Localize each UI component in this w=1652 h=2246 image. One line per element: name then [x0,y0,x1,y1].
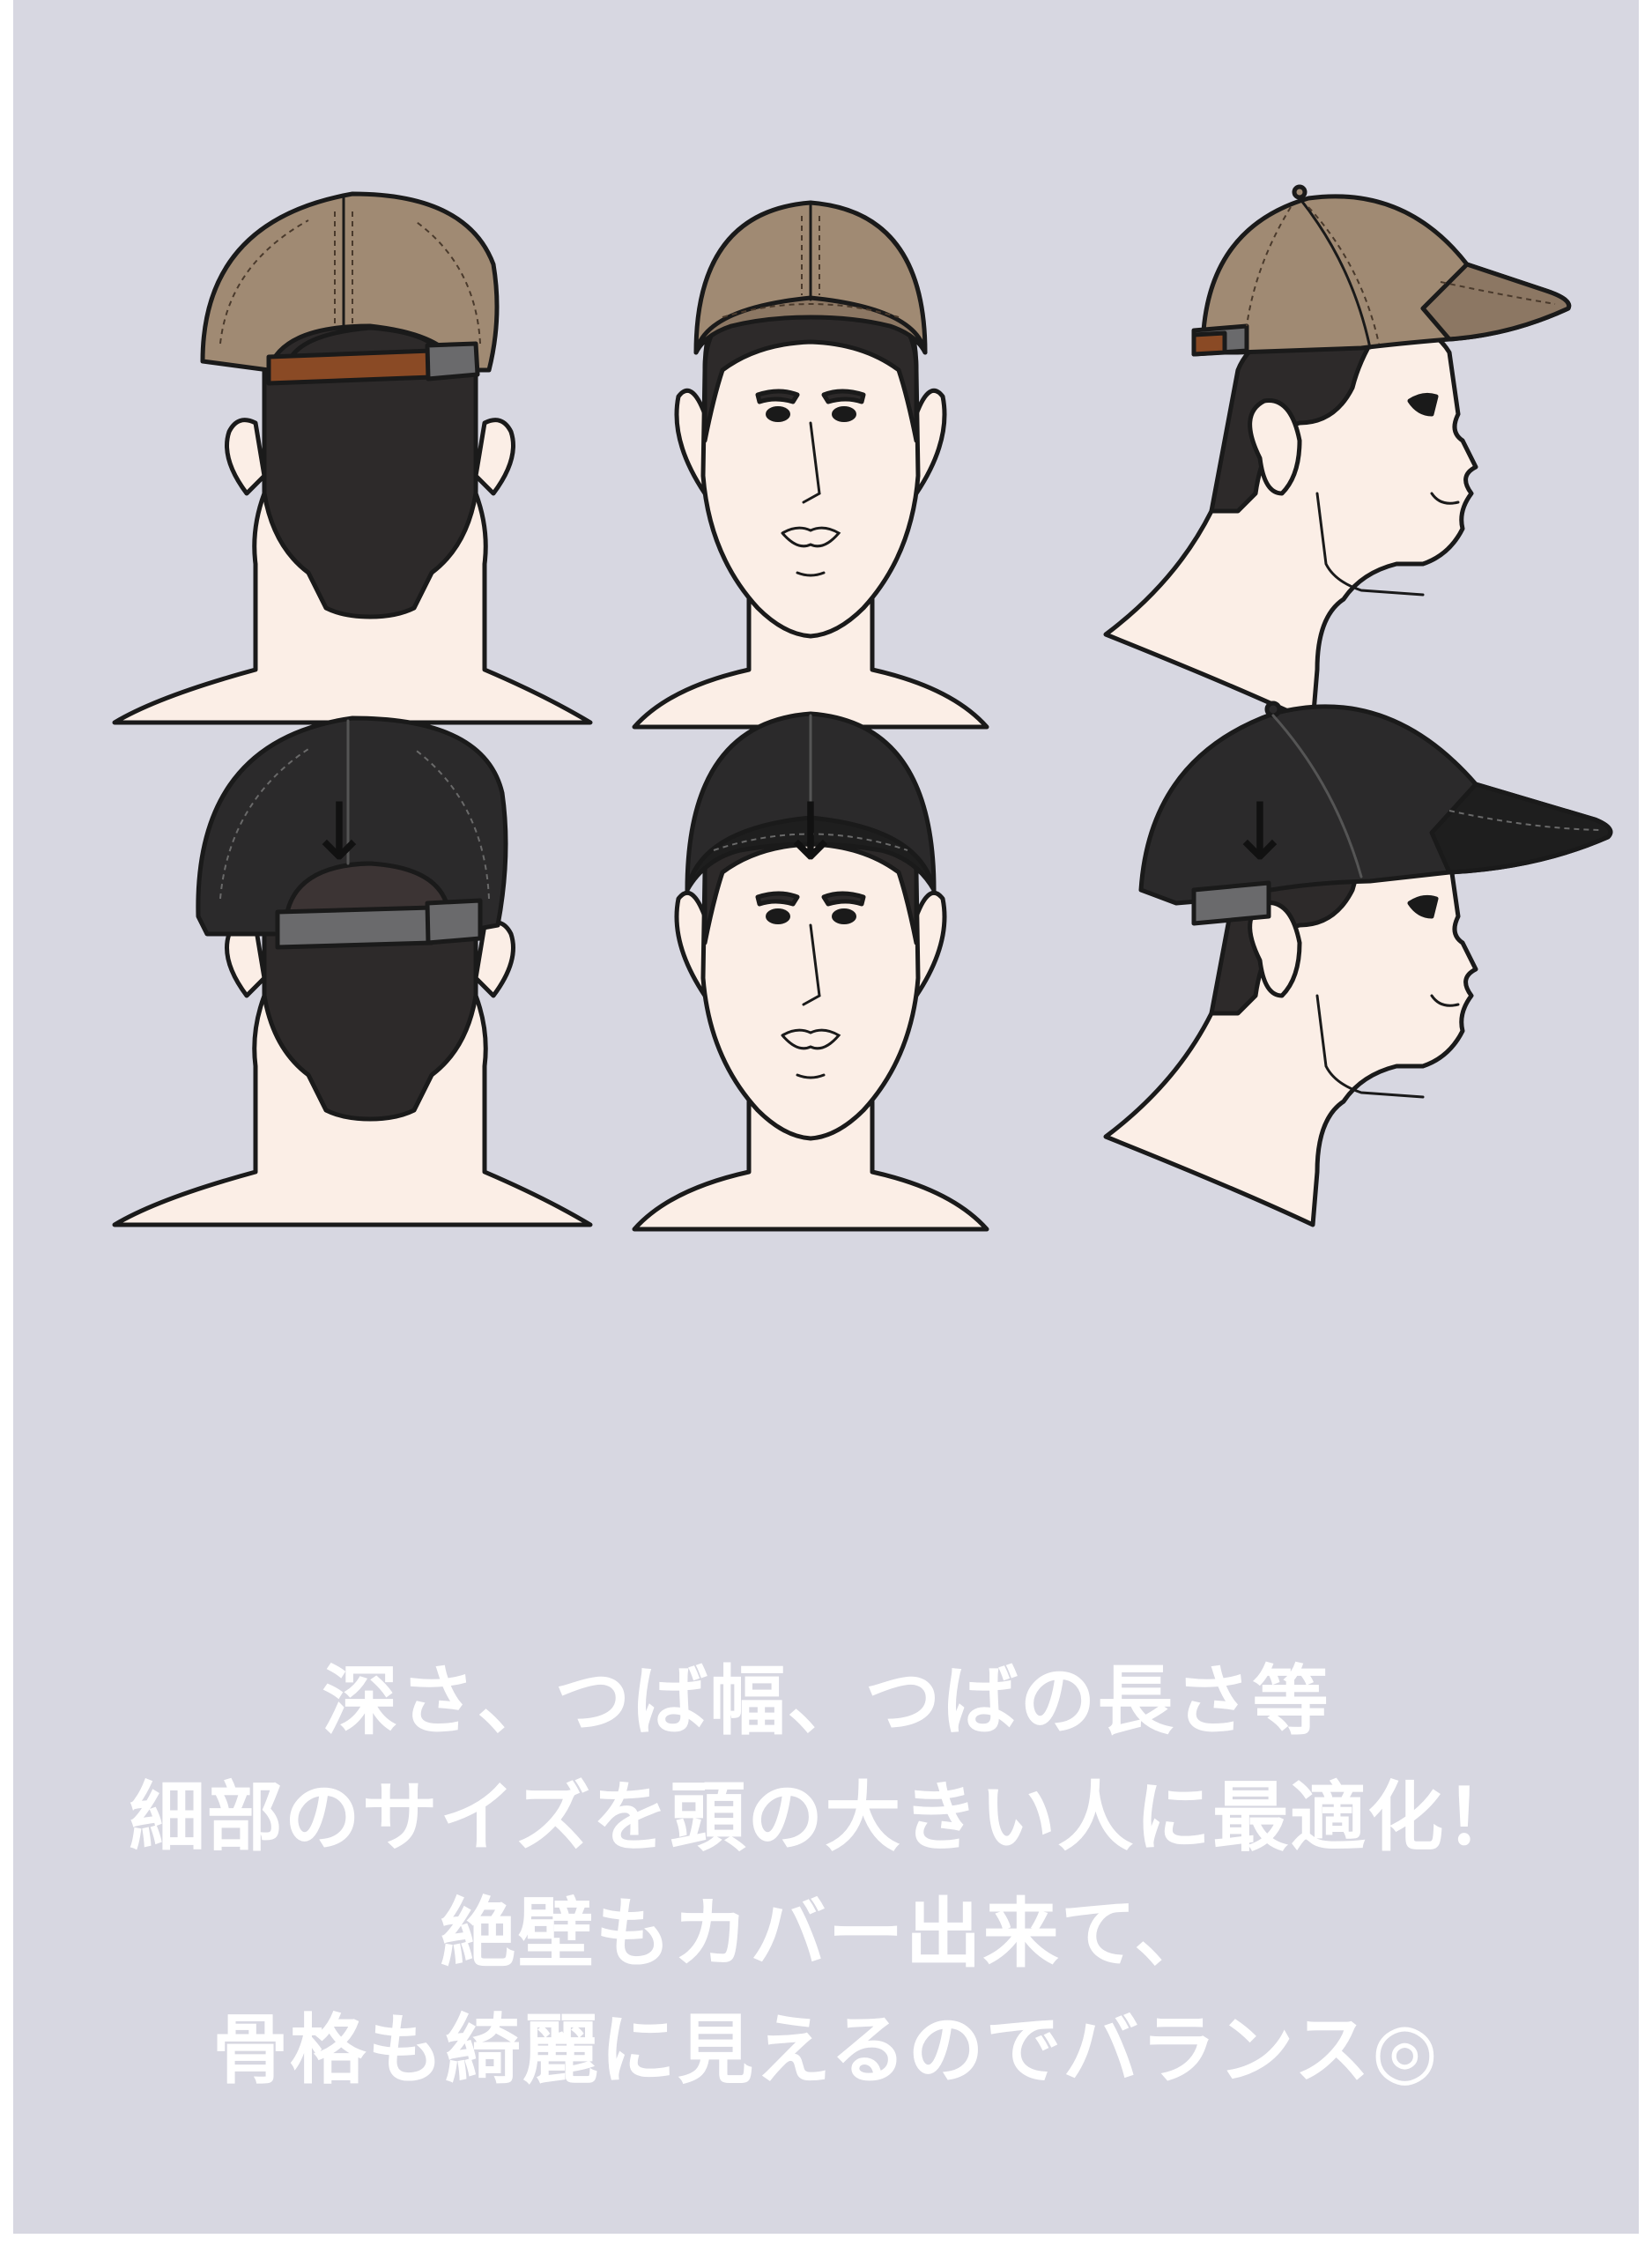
arrow-down-icon: ↓ [306,786,373,878]
side-view-before [1106,184,1572,723]
cap-comparison-illustration: .ink { stroke:#1a1a1a; stroke-width:5; s… [13,184,1613,1586]
caption-line: 深さ、つば幅、つばの長さ等 [322,1657,1330,1746]
back-view-after [115,715,590,1225]
illustration-panel: .ink { stroke:#1a1a1a; stroke-width:5; s… [13,0,1639,2234]
arrow-down-icon: ↓ [1226,786,1293,878]
side-view-after [1106,700,1613,1225]
caption-line: 絶壁もカバー出来て、 [440,1890,1212,1978]
arrow-down-icon: ↓ [777,786,844,878]
caption-line: 骨格も綺麗に見えるのでバランス◎ [212,2006,1440,2094]
front-view-before [634,200,987,727]
caption-line: 細部のサイズを頭の大きい人に最適化！ [129,1774,1523,1862]
back-view-before [115,191,590,723]
caption: 深さ、つば幅、つばの長さ等 細部のサイズを頭の大きい人に最適化！ 絶壁もカバー出… [13,1643,1639,2109]
front-view-after [634,711,987,1229]
